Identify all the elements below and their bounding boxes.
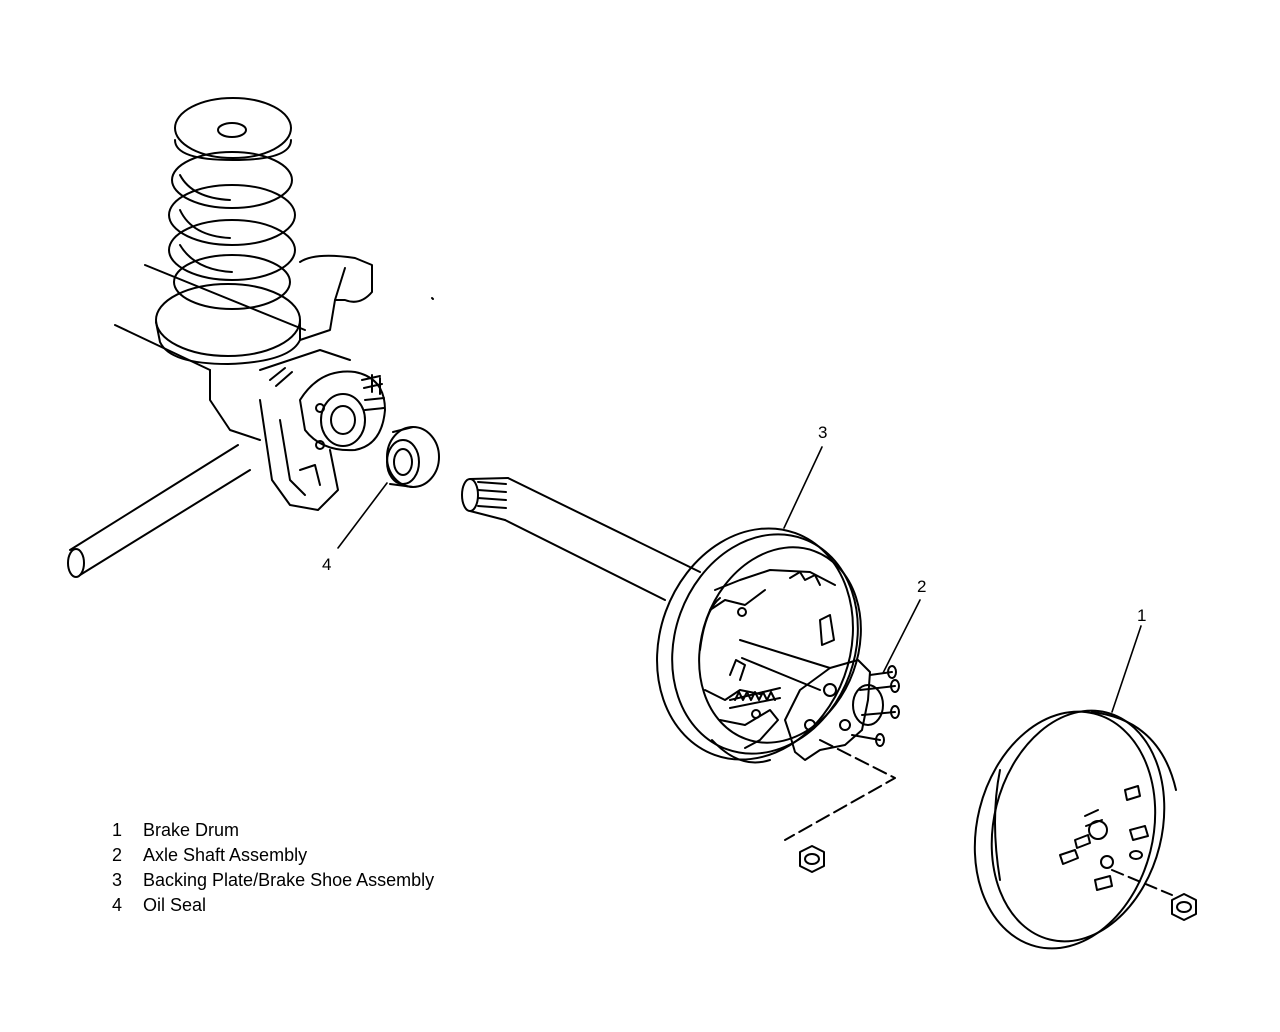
- legend-label: Brake Drum: [143, 820, 240, 840]
- legend-number: 4: [112, 895, 123, 915]
- backing-plate-assembly: [656, 527, 862, 764]
- oil-seal: [386, 426, 440, 488]
- axle-housing: [114, 254, 386, 511]
- legend-label: Backing Plate/Brake Shoe Assembly: [143, 870, 435, 890]
- coil-spring: [168, 97, 296, 310]
- callout-2: 2: [917, 577, 927, 596]
- callout-1: 1: [1137, 606, 1147, 625]
- leader-line-4: [337, 482, 388, 549]
- legend-number: 2: [112, 845, 123, 865]
- legend-item: 1 Brake Drum: [112, 818, 434, 843]
- spring-seat: [155, 283, 301, 365]
- legend-label: Axle Shaft Assembly: [143, 845, 308, 865]
- leader-line-1: [1111, 625, 1142, 713]
- leader-lines: [337, 446, 1142, 713]
- legend-item: 4 Oil Seal: [112, 893, 434, 918]
- axle-hub-flange: [784, 659, 900, 761]
- axle-shaft: [461, 477, 831, 691]
- brake-drum: [973, 709, 1177, 950]
- legend-label: Oil Seal: [143, 895, 207, 915]
- legend-number: 3: [112, 870, 123, 890]
- lug-nut-left: [784, 739, 896, 873]
- callout-3: 3: [818, 423, 828, 442]
- legend-number: 1: [112, 820, 123, 840]
- leader-line-3: [783, 446, 823, 529]
- leader-line-2: [882, 599, 921, 674]
- stray-mark: [431, 297, 434, 300]
- legend-item: 2 Axle Shaft Assembly: [112, 843, 434, 868]
- parts-legend: 1 Brake Drum 2 Axle Shaft Assembly 3 Bac…: [112, 818, 434, 918]
- lug-nut-right: [1171, 893, 1197, 921]
- legend-item: 3 Backing Plate/Brake Shoe Assembly: [112, 868, 434, 893]
- axle-tube: [67, 444, 251, 578]
- callout-4: 4: [322, 555, 332, 574]
